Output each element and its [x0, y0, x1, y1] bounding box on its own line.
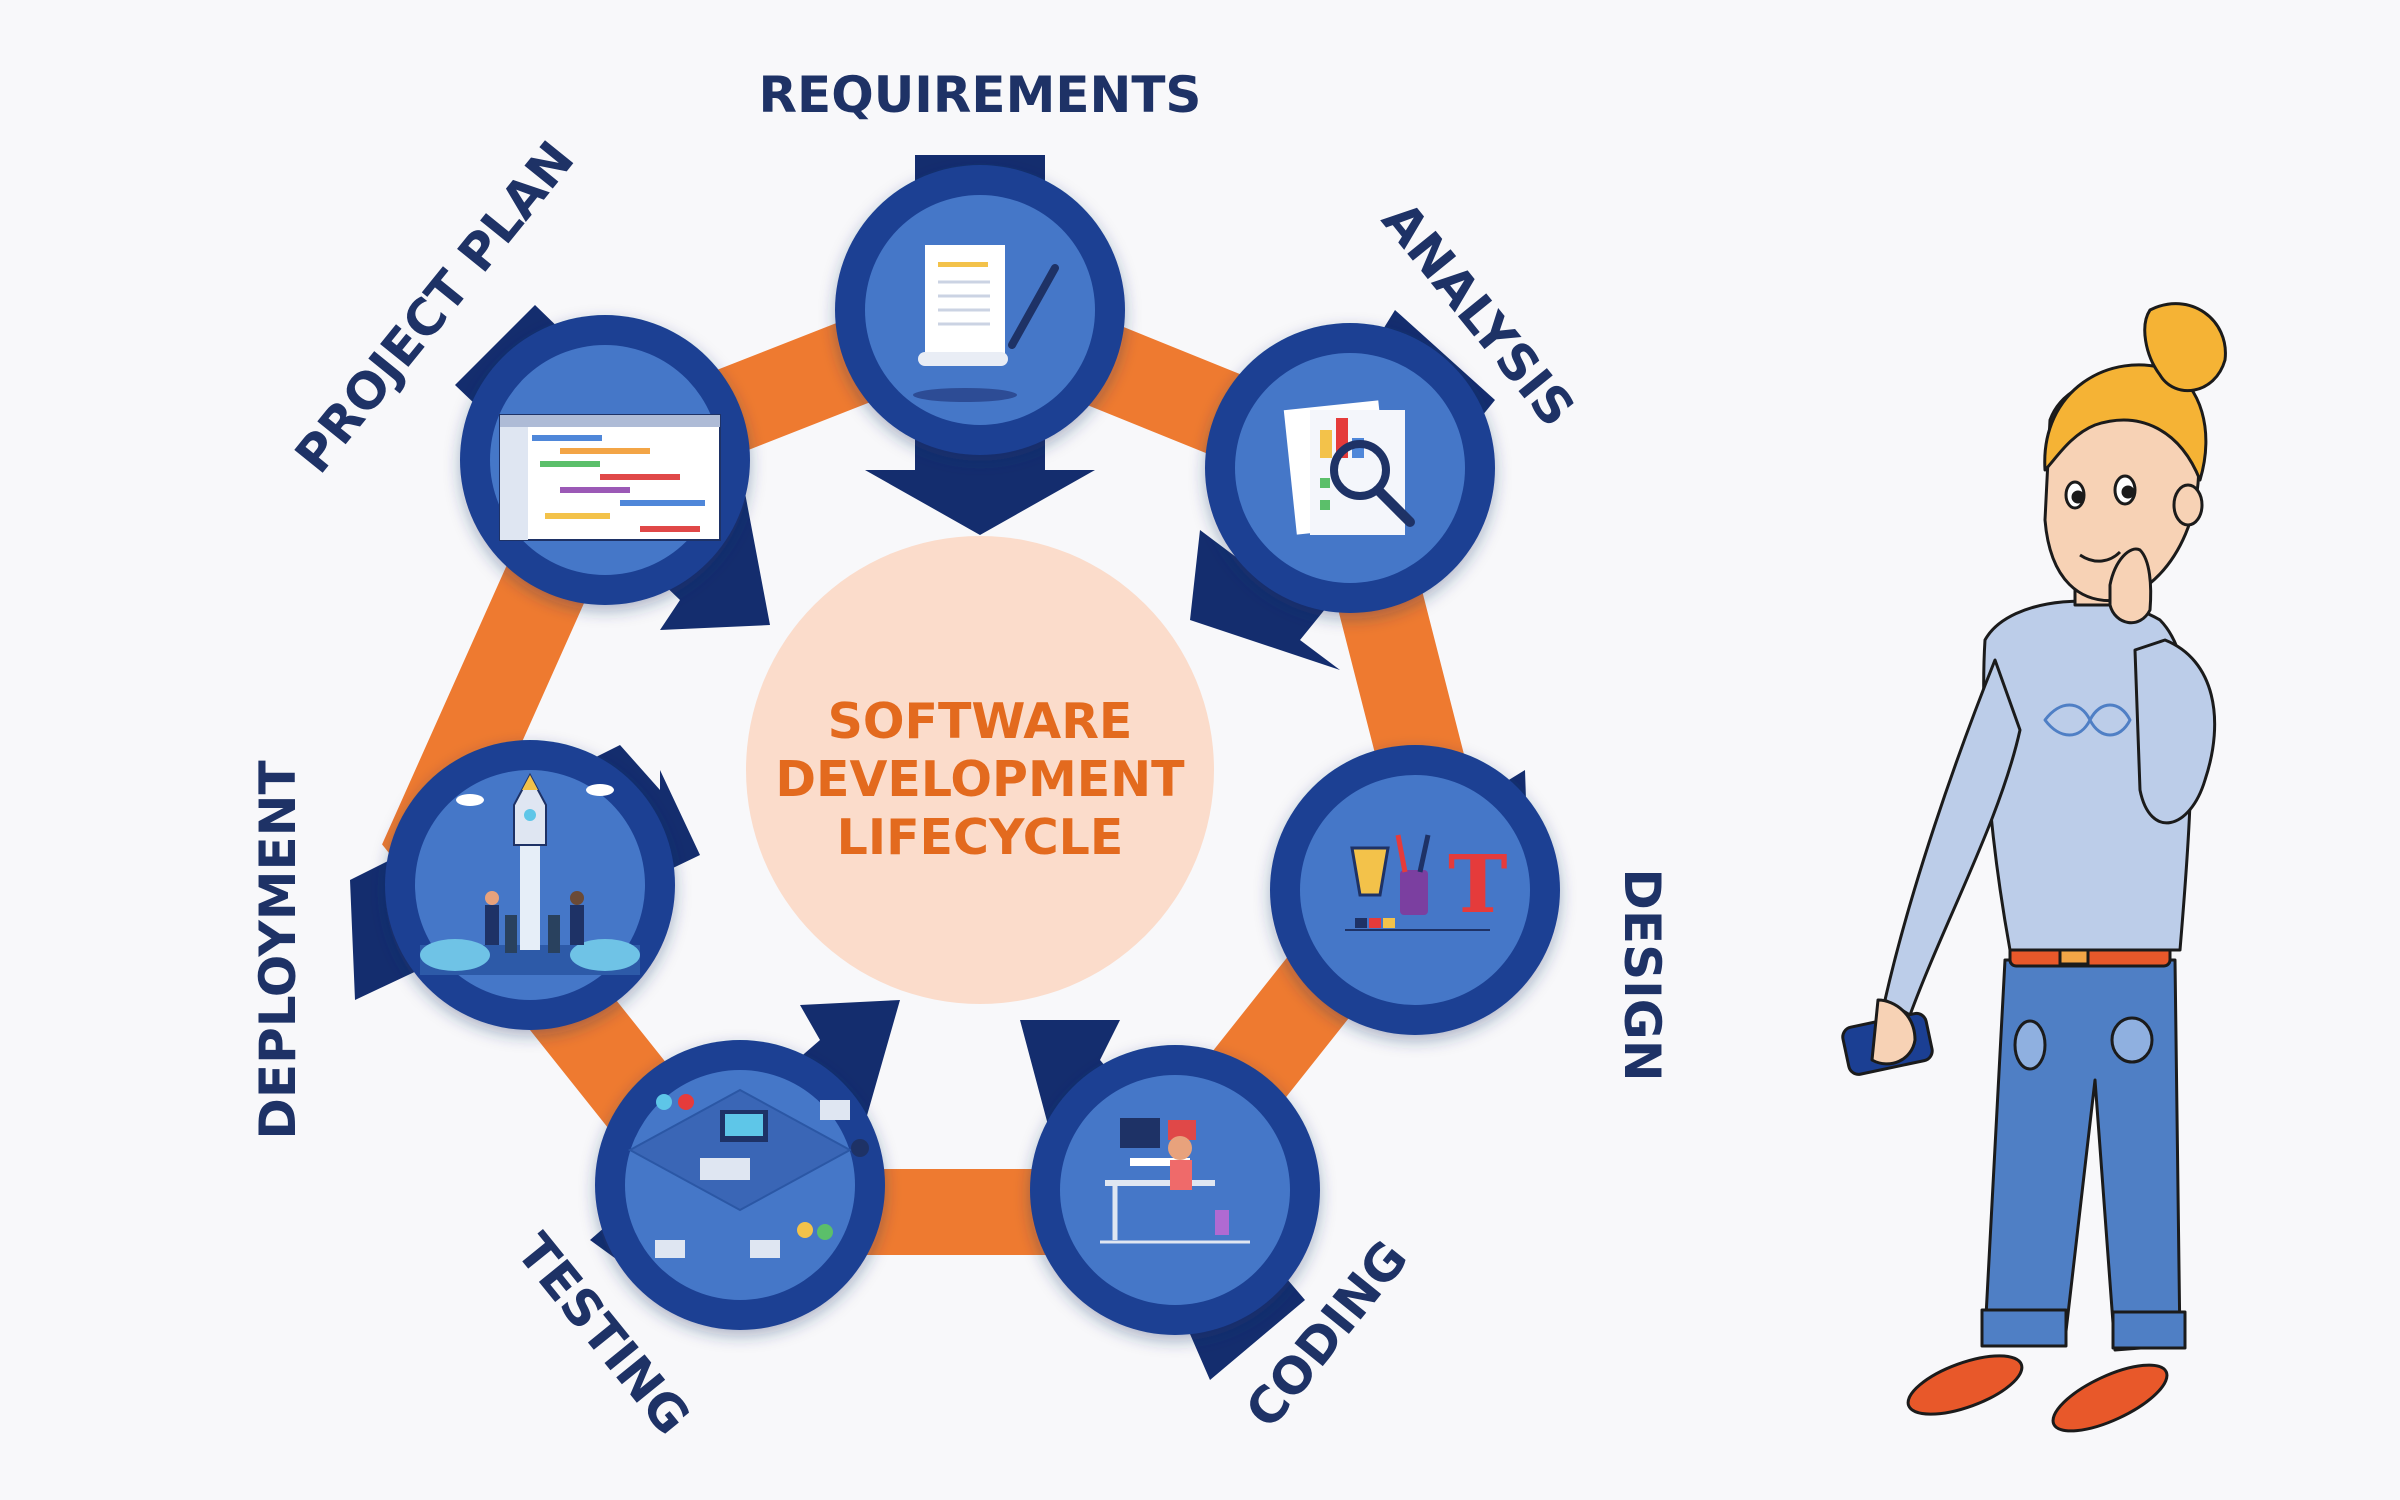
center-title-line-1: SOFTWARE: [828, 693, 1133, 750]
stage-testing: TESTING: [505, 1000, 900, 1446]
stage-analysis: ANALYSIS: [1190, 191, 1586, 670]
center-hub: SOFTWARE DEVELOPMENT LIFECYCLE: [746, 536, 1214, 1004]
center-title-line-3: LIFECYCLE: [837, 809, 1124, 866]
thinking-person-illustration: [1841, 302, 2227, 1433]
stage-design: T DESIGN: [1270, 745, 1671, 1082]
report-magnifier-icon: [1283, 400, 1415, 535]
document-quill-icon: [913, 245, 1059, 402]
stage-label-deployment: DEPLOYMENT: [249, 760, 307, 1139]
testing-network-icon: [627, 1088, 869, 1258]
stage-label-requirements: REQUIREMENTS: [759, 66, 1202, 124]
gantt-chart-icon: [499, 414, 721, 541]
stage-project-plan: PROJECT PLAN: [284, 131, 770, 630]
stage-deployment: DEPLOYMENT: [249, 740, 700, 1140]
center-title-line-2: DEVELOPMENT: [775, 751, 1185, 808]
stage-requirements: REQUIREMENTS: [759, 66, 1202, 535]
stage-coding: CODING: [1020, 1020, 1419, 1439]
rocket-launch-icon: [420, 772, 640, 975]
svg-text:T: T: [1448, 837, 1508, 931]
design-tools-icon: T: [1345, 834, 1508, 931]
stage-label-design: DESIGN: [1613, 868, 1671, 1081]
developer-desk-icon: [1100, 1118, 1250, 1244]
